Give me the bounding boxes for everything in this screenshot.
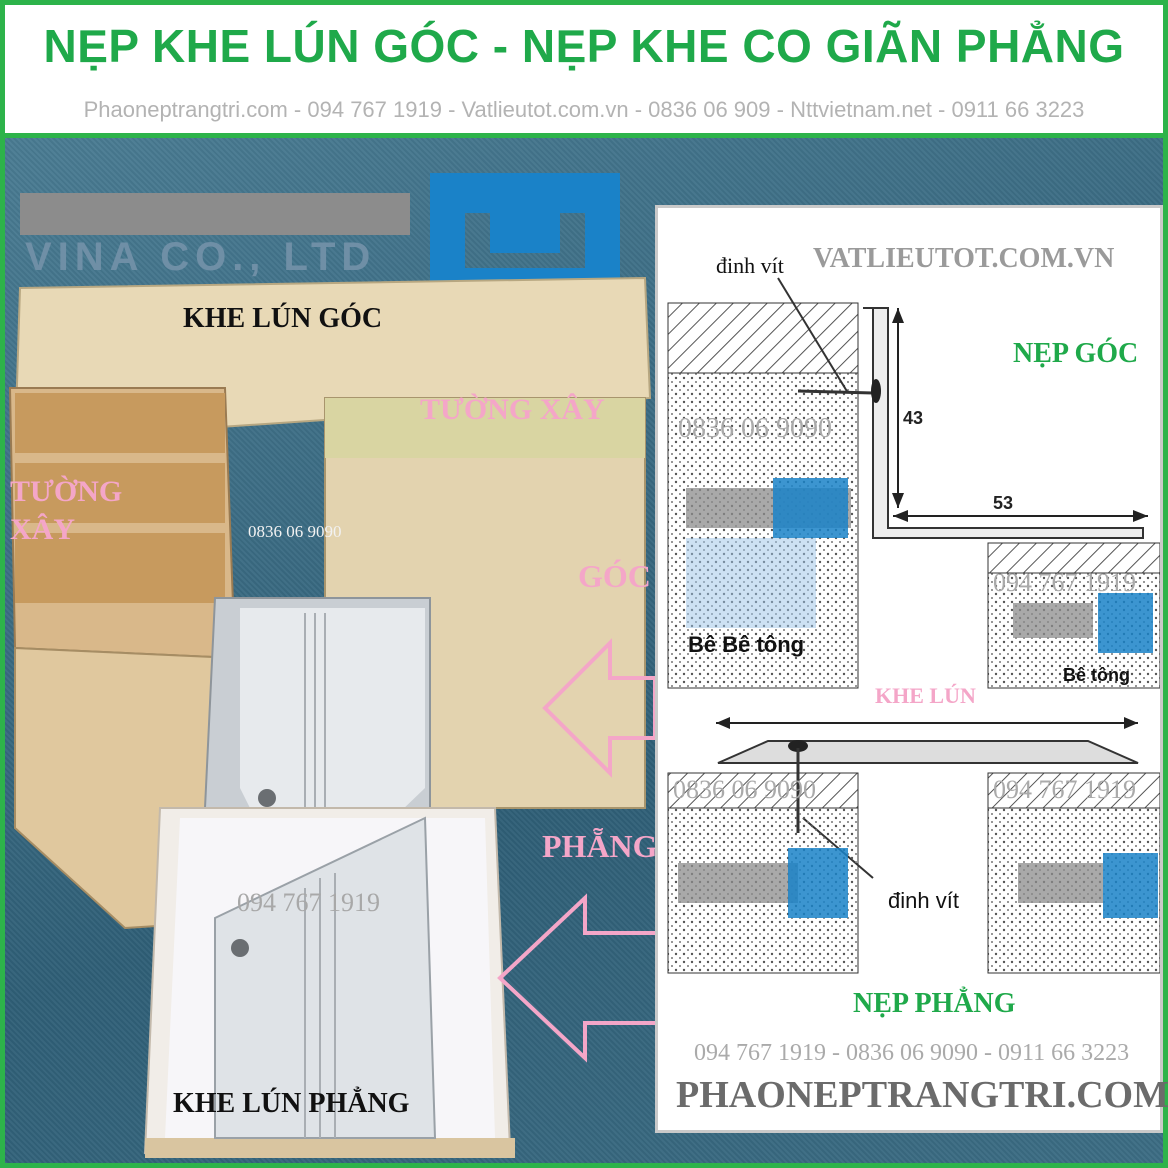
diagram-phone-2: 094 767 1919 xyxy=(993,568,1136,597)
trim-sample-illustration xyxy=(8,276,662,1158)
diagram-website: PHAONEPTRANGTRI.COM xyxy=(676,1074,1168,1116)
diagram-flat-trim: NẸP PHẲNG xyxy=(853,988,1016,1019)
diagram-concrete-left: Bê Bê tông xyxy=(688,632,805,657)
diagram-screw-bottom: đinh vít xyxy=(888,888,959,913)
contact-line: Phaoneptrangtri.com - 094 767 1919 - Vat… xyxy=(83,97,1085,122)
label-arrow-flat: PHẴNG xyxy=(542,828,658,864)
diagram-phones-line: 094 767 1919 - 0836 06 9090 - 0911 66 32… xyxy=(694,1040,1130,1066)
label-flat-joint: KHE LÚN PHẲNG xyxy=(173,1088,410,1119)
diagram-dim-height: 43 xyxy=(903,408,924,428)
diagram-screw-top: đinh vít xyxy=(716,253,784,278)
diagram-dim-width: 53 xyxy=(993,493,1014,513)
header: NẸP KHE LÚN GÓC - NẸP KHE CO GIÃN PHẲNG … xyxy=(5,5,1163,138)
diagram-joint: KHE LÚN xyxy=(875,683,976,708)
label-brick-wall-right: TƯỜNG XÂY xyxy=(420,393,605,426)
page-title: NẸP KHE LÚN GÓC - NẸP KHE CO GIÃN PHẲNG xyxy=(43,20,1125,72)
label-brick-wall-left: TƯỜNG XÂY xyxy=(10,475,123,546)
diagram-phone-1: 0836 06 9090 xyxy=(678,413,832,444)
logo-subtitle: VINA CO., LTD xyxy=(25,235,377,279)
label-corner-joint: KHE LÚN GÓC xyxy=(183,303,383,334)
label-phone-vertical: 0836 06 9090 xyxy=(248,522,342,541)
diagram-phone-4: 094 767 1919 xyxy=(993,775,1136,804)
diagram-phone-3: 0836 06 9090 xyxy=(673,775,816,804)
diagram-drawing xyxy=(667,277,1160,974)
logo-graphic xyxy=(20,173,620,291)
diagram-corner-trim: NẸP GÓC xyxy=(1013,338,1139,369)
diagram-concrete-right: Bê tông xyxy=(1063,665,1130,685)
technical-diagram: VATLIEUTOT.COM.VN đinh vít NẸP GÓC 43 53… xyxy=(655,205,1168,1133)
label-phone-flat: 094 767 1919 xyxy=(237,888,380,917)
diagram-site: VATLIEUTOT.COM.VN xyxy=(813,243,1115,274)
company-logo: VINA CO., LTD xyxy=(20,173,620,293)
label-arrow-corner: GÓC xyxy=(578,558,651,594)
